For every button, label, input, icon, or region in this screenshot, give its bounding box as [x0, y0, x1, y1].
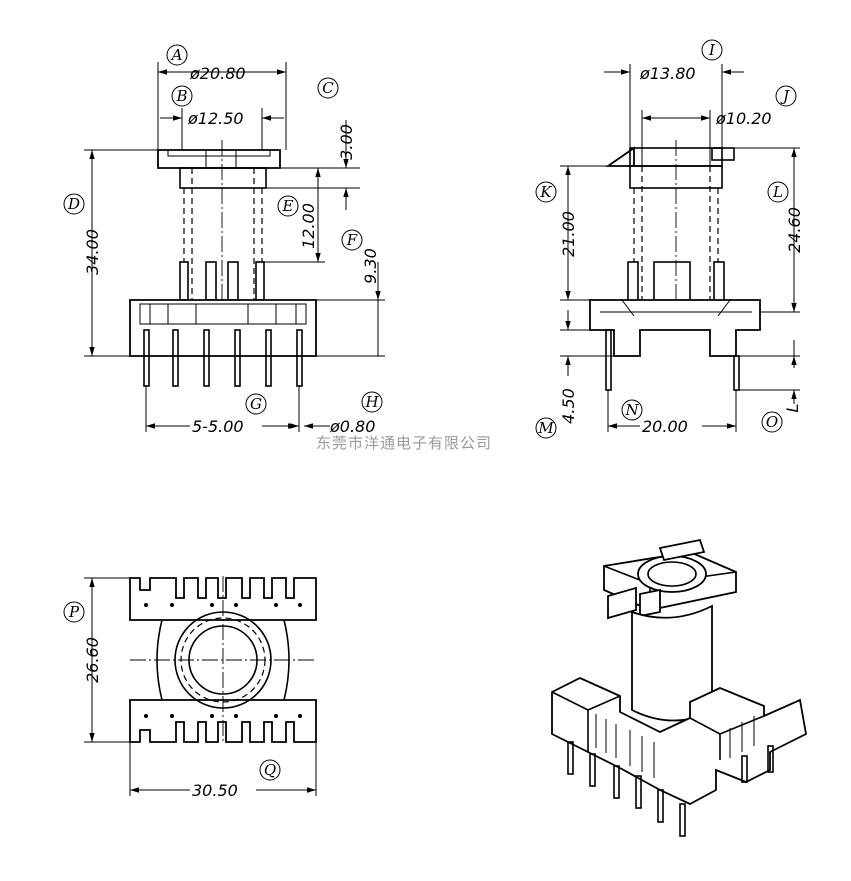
label-e: E: [282, 197, 294, 215]
front-base: [129, 299, 317, 357]
dim-j: ø10.20: [715, 109, 772, 128]
label-n: N: [624, 401, 639, 419]
dim-l: 24.60: [785, 207, 804, 253]
label-l: L: [772, 183, 783, 201]
dim-o: L: [783, 404, 802, 413]
isometric-view: [551, 538, 808, 837]
dim-c: 3.00: [337, 124, 356, 160]
dim-e: 12.00: [299, 203, 318, 249]
label-b: B: [175, 87, 187, 105]
label-k: K: [539, 183, 552, 201]
dim-n: 20.00: [642, 417, 688, 436]
bottom-pin-holes: [144, 603, 302, 718]
label-h: H: [364, 393, 379, 411]
dim-h: ø0.80: [329, 417, 375, 436]
dim-k: 21.00: [559, 211, 578, 257]
dim-i: ø13.80: [639, 64, 696, 83]
label-m: M: [537, 419, 554, 437]
side-base: [589, 299, 761, 357]
label-q: Q: [264, 761, 276, 779]
dim-m: 4.50: [559, 388, 578, 424]
front-top-flange: [157, 149, 281, 169]
dim-d: 34.00: [83, 229, 102, 275]
label-a: A: [170, 46, 183, 64]
dim-f: 9.30: [361, 248, 380, 284]
company-watermark: 东莞市洋通电子有限公司: [316, 434, 492, 452]
bottom-view: P 26.60 Q 30.50: [63, 576, 317, 800]
label-f: F: [346, 231, 358, 249]
label-g: G: [250, 395, 262, 413]
dim-g: 5-5.00: [192, 417, 244, 436]
label-j: J: [780, 87, 790, 105]
iso-pins: [567, 741, 774, 837]
dim-b: ø12.50: [187, 109, 244, 128]
label-p: P: [68, 603, 80, 621]
dim-p: 26.60: [83, 637, 102, 683]
front-view: A ø20.80 B ø12.50 C 3.00 D 34.00 E 12.00: [63, 44, 385, 436]
label-c: C: [322, 79, 334, 97]
side-view: I ø13.80 J ø10.20 K 21.00 L 24.60 M 4.50: [535, 39, 804, 439]
label-i: I: [708, 41, 716, 59]
dim-a: ø20.80: [189, 64, 246, 83]
label-o: O: [766, 413, 778, 431]
dim-q: 30.50: [192, 781, 238, 800]
bottom-rail-top: [129, 577, 317, 621]
label-d: D: [67, 195, 80, 213]
